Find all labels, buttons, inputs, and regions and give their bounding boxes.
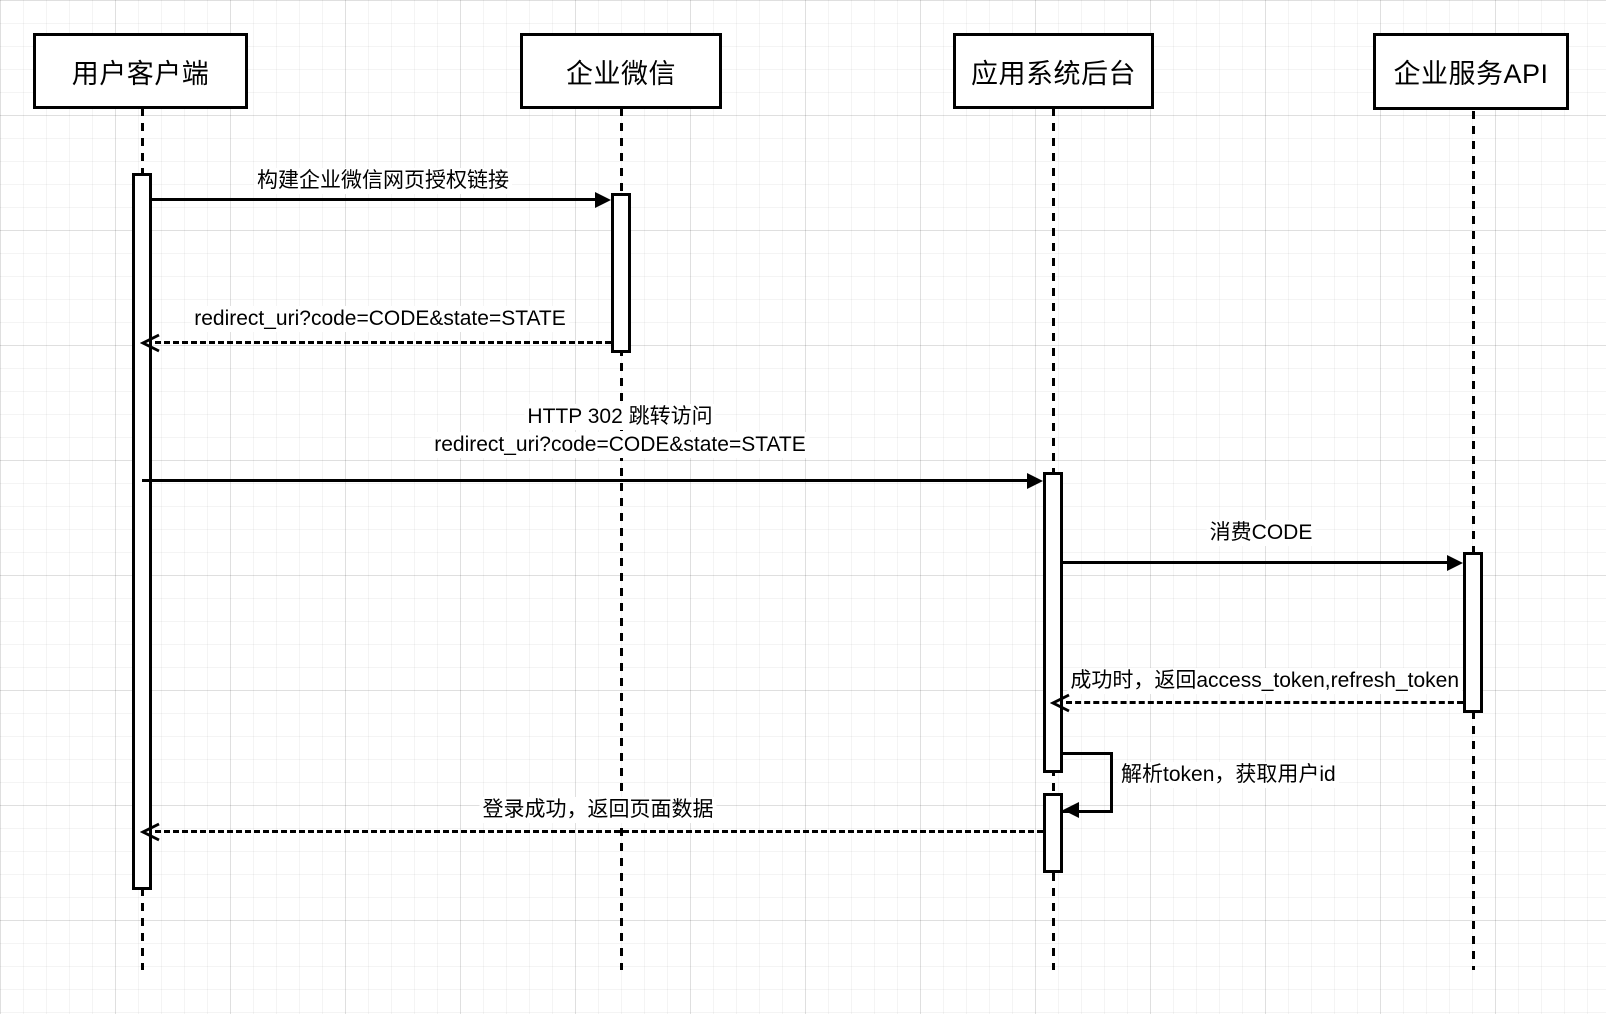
message-line-login-success (155, 830, 1043, 833)
filled-arrowhead-icon (594, 190, 612, 210)
filled-arrowhead-icon (1026, 471, 1044, 491)
participant-enterprise-api: 企业服务API (1373, 33, 1569, 110)
message-label-parse-token: 解析token，获取用户id (1118, 762, 1339, 788)
participant-user-client: 用户客户端 (33, 33, 248, 109)
message-label-redirect-callback: redirect_uri?code=CODE&state=STATE (191, 306, 569, 332)
activation-wework (611, 193, 631, 353)
open-arrowhead-icon (139, 332, 162, 354)
message-line-token-response (1066, 701, 1463, 704)
message-label-http302-line1: HTTP 302 跳转访问 (524, 404, 716, 430)
participant-wework: 企业微信 (520, 33, 722, 109)
message-label-login-success: 登录成功，返回页面数据 (479, 797, 717, 823)
message-line-build-auth-link (152, 198, 599, 201)
message-line-http302 (142, 479, 1031, 482)
message-line-consume-code (1063, 561, 1451, 564)
message-line-redirect-callback (155, 341, 611, 344)
message-label-token-response: 成功时，返回access_token,refresh_token (1067, 668, 1462, 694)
open-arrowhead-icon (1049, 692, 1072, 714)
message-label-http302-line2: redirect_uri?code=CODE&state=STATE (431, 432, 809, 458)
filled-arrowhead-icon (1446, 553, 1464, 573)
participant-label: 应用系统后台 (971, 58, 1136, 89)
filled-arrowhead-icon (1062, 800, 1080, 820)
participant-app-backend: 应用系统后台 (953, 33, 1154, 109)
activation-app-backend-2 (1043, 793, 1063, 873)
participant-label: 用户客户端 (71, 58, 210, 89)
activation-app-backend-1 (1043, 472, 1063, 773)
lifeline-wework (619, 108, 623, 970)
message-label-build-auth-link: 构建企业微信网页授权链接 (254, 168, 512, 194)
lifeline-enterprise-api (1471, 111, 1475, 970)
participant-label: 企业服务API (1393, 59, 1549, 89)
message-label-consume-code: 消费CODE (1206, 520, 1316, 546)
activation-enterprise-api (1463, 552, 1483, 713)
activation-user-client (132, 173, 152, 890)
self-message-loop (1063, 752, 1113, 813)
participant-label: 企业微信 (566, 58, 676, 89)
open-arrowhead-icon (139, 821, 162, 843)
